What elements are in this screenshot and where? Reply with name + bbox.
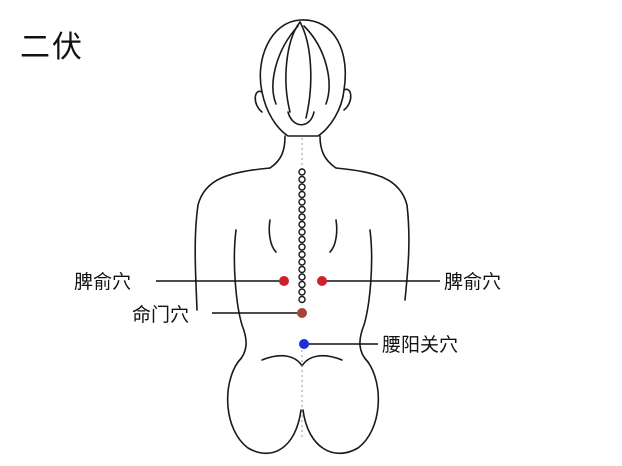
vertebra	[298, 265, 306, 274]
vertebra	[298, 228, 306, 236]
vertebra	[298, 288, 306, 296]
vertebrae-chain	[298, 168, 306, 304]
yaoyangguan-point[interactable]	[299, 339, 309, 349]
vertebra	[298, 243, 306, 251]
vertebra	[298, 280, 306, 289]
right-pishu-label: 脾俞穴	[444, 271, 502, 293]
neck-right	[319, 135, 337, 169]
right-shoulder-arm	[335, 167, 410, 301]
vertebra	[298, 213, 306, 221]
hair-strand	[303, 25, 330, 105]
neck-left	[269, 135, 286, 169]
right-pishu-point[interactable]	[317, 276, 327, 286]
vertebra	[298, 250, 306, 259]
hair-strand	[272, 25, 299, 105]
left-shoulder-arm	[194, 167, 271, 311]
left-ear	[254, 90, 263, 113]
vertebra	[298, 235, 306, 244]
shoulder-blade	[329, 219, 338, 253]
vertebra	[298, 190, 306, 199]
head-outline	[259, 19, 346, 137]
right-ear	[343, 88, 352, 111]
left-pishu-point[interactable]	[279, 276, 289, 286]
hair-strand	[299, 21, 312, 119]
hair-strand	[285, 21, 301, 113]
shoulder-blade	[268, 219, 277, 253]
left-pishu-label: 脾俞穴	[74, 271, 132, 293]
buttock-curve	[301, 354, 343, 367]
vertebra	[298, 205, 306, 214]
diagram-title: 二伏	[20, 30, 84, 65]
vertebra	[298, 220, 306, 229]
vertebra	[298, 273, 306, 281]
vertebra	[298, 198, 306, 206]
left-hip	[226, 361, 302, 454]
vertebra	[298, 168, 306, 176]
left-torso-side	[233, 229, 247, 363]
buttock-curve	[261, 354, 303, 367]
mingmen-label: 命门穴	[132, 304, 190, 326]
right-torso-side	[359, 229, 373, 363]
vertebra	[298, 183, 306, 191]
right-hip	[302, 361, 380, 454]
mingmen-point[interactable]	[297, 308, 307, 318]
vertebra	[298, 175, 306, 184]
vertebra	[298, 295, 306, 304]
yaoyangguan-label: 腰阳关穴	[382, 334, 459, 356]
vertebra	[298, 258, 306, 266]
hair-bun	[287, 111, 315, 126]
